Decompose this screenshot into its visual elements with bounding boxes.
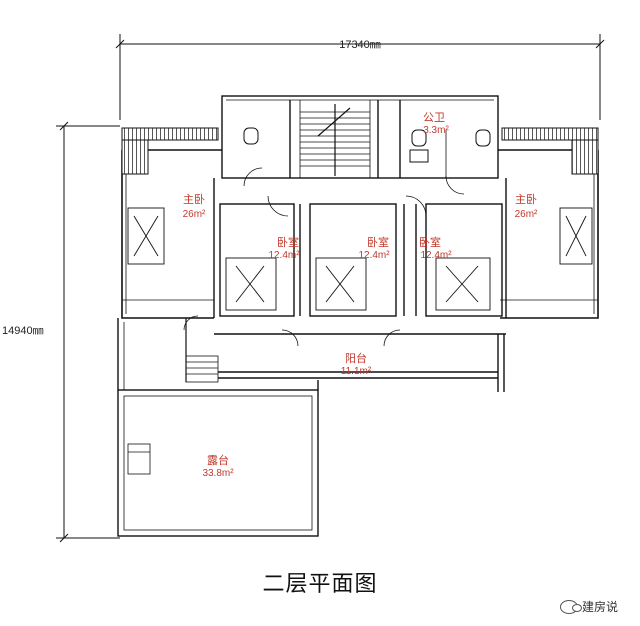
svg-text:12.4m²: 12.4m²	[358, 250, 390, 261]
svg-text:主卧: 主卧	[515, 193, 537, 206]
svg-text:26m²: 26m²	[515, 209, 538, 220]
watermark: 建房说	[559, 598, 618, 615]
svg-text:卧室: 卧室	[277, 235, 299, 249]
width-dimension	[115, 34, 605, 120]
height-dimension-label: 14940㎜	[2, 325, 44, 337]
svg-text:3.3m²: 3.3m²	[423, 125, 449, 136]
svg-text:卧室: 卧室	[419, 235, 441, 249]
svg-text:11.1m²: 11.1m²	[341, 366, 372, 377]
svg-text:露台: 露台	[207, 453, 229, 467]
svg-text:公卫: 公卫	[423, 111, 445, 124]
room-label-master-left: 主卧 26m²	[183, 193, 206, 220]
plan-title: 二层平面图	[262, 572, 378, 597]
room-label-bedroom-1: 卧室 12.4m²	[268, 235, 300, 261]
room-label-bedroom-2: 卧室 12.4m²	[358, 235, 390, 261]
side-balcony-railings	[121, 127, 599, 175]
svg-text:33.8m²: 33.8m²	[202, 468, 234, 479]
svg-text:12.4m²: 12.4m²	[268, 250, 300, 261]
room-label-terrace: 露台 33.8m²	[202, 453, 234, 479]
watermark-text: 建房说	[581, 600, 618, 614]
svg-text:卧室: 卧室	[367, 235, 389, 249]
room-label-master-right: 主卧 26m²	[515, 193, 538, 220]
beds	[127, 207, 593, 311]
stair-and-bath-block	[221, 95, 499, 179]
svg-text:26m²: 26m²	[183, 209, 206, 220]
room-label-balcony: 阳台 11.1m²	[341, 351, 372, 377]
wechat-icon	[559, 599, 582, 614]
entry-steps	[185, 318, 219, 383]
svg-text:阳台: 阳台	[345, 351, 367, 365]
room-label-bedroom-3: 卧室 12.4m²	[419, 235, 452, 261]
width-dimension-label: 17340㎜	[339, 39, 381, 51]
bedroom-partitions	[213, 178, 507, 318]
roof-terrace	[117, 318, 319, 537]
staircase	[300, 104, 370, 176]
svg-text:主卧: 主卧	[183, 193, 205, 206]
svg-text:12.4m²: 12.4m²	[420, 250, 452, 261]
toilet-fixtures	[243, 127, 491, 163]
upper-floor-walls	[121, 149, 599, 319]
room-label-bathroom: 公卫 3.3m²	[423, 111, 449, 136]
front-balcony	[214, 333, 506, 392]
height-dimension	[56, 121, 120, 543]
